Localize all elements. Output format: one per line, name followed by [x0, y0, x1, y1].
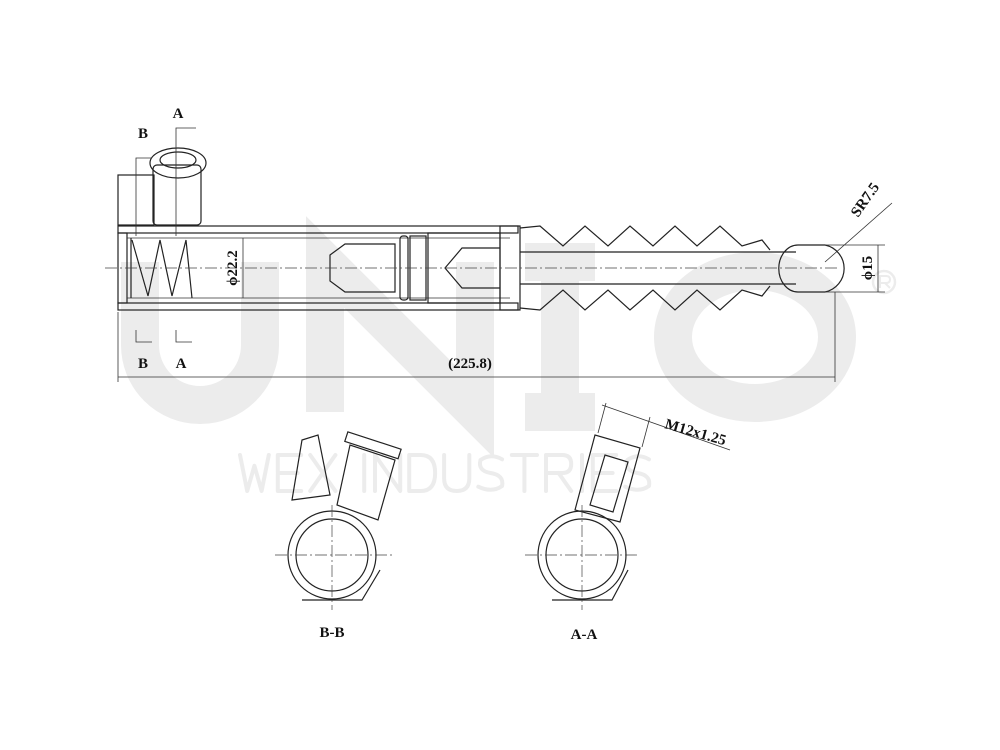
- section-a-top-label: A: [173, 106, 184, 122]
- watermark-letter: [409, 455, 435, 491]
- watermark-letter: [478, 456, 502, 489]
- push-rod: [520, 244, 845, 293]
- section-view-bb: [275, 431, 402, 610]
- overall-length-label: (225.8): [448, 356, 492, 372]
- watermark-letter: [240, 455, 269, 491]
- view-aa-label: A-A: [571, 627, 598, 643]
- bore-diameter-label: ϕ22.2: [225, 250, 241, 286]
- rubber-boot: [519, 225, 771, 311]
- view-bb-label: B-B: [319, 625, 344, 641]
- watermark-letter: [278, 455, 301, 491]
- watermark-letter: [546, 455, 571, 491]
- watermark-brand-logo: [121, 216, 856, 458]
- ball-radius-label: SR7.5: [848, 180, 883, 220]
- watermark-company-logo: [240, 455, 649, 491]
- section-b-top-label: B: [138, 126, 148, 142]
- watermark-letter: [512, 455, 537, 491]
- watermark: [121, 216, 897, 491]
- reservoir: [117, 147, 207, 226]
- watermark-letter: [444, 455, 469, 491]
- watermark-letter: [375, 455, 400, 491]
- watermark-letter: [310, 455, 335, 491]
- section-view-aa: [525, 402, 731, 610]
- watermark-letter: [625, 456, 649, 489]
- registered-mark: [871, 269, 897, 295]
- section-markers: [135, 127, 196, 343]
- ball-diameter-label: ϕ15: [860, 256, 876, 280]
- section-b-bottom-label: B: [138, 356, 148, 372]
- thread-label: M12x1.25: [663, 416, 728, 449]
- section-a-bottom-label: A: [176, 356, 187, 372]
